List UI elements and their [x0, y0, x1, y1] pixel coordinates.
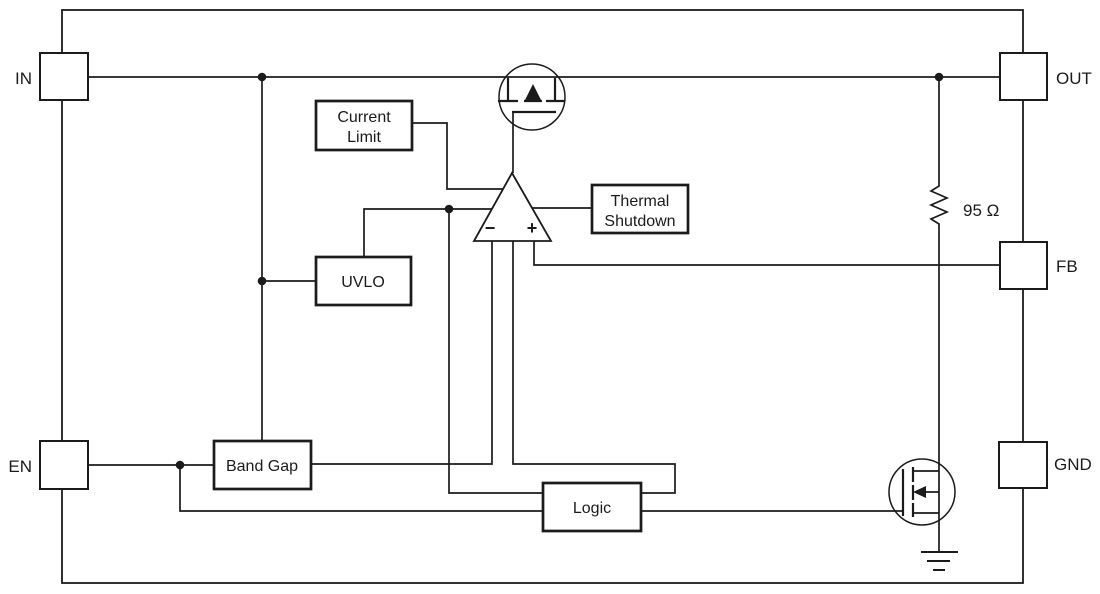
junction-dot [257, 72, 267, 82]
uvlo-block [314, 255, 413, 307]
wire-current-limit-to-amp [412, 122, 504, 190]
pin-label-en: EN [8, 457, 32, 476]
logic-label: Logic [573, 500, 611, 517]
pin-label-gnd: GND [1054, 455, 1092, 474]
pass-pmos-source [498, 78, 518, 103]
junction-dot [257, 276, 267, 286]
pin-label-out: OUT [1056, 69, 1092, 88]
pin-box-fb [999, 241, 1048, 290]
pin-label-in: IN [15, 69, 32, 88]
pass-pmos-transistor-icon [498, 63, 566, 131]
discharge-nmos-terminals [913, 470, 940, 514]
discharge-nmos-arrow [913, 486, 926, 498]
pass-pmos-circle [498, 63, 566, 131]
current-limit-label-line1: Current [337, 109, 391, 126]
wire-en-to-logic [179, 465, 543, 512]
junction-dot [444, 204, 454, 214]
amp-inverting-input-sign: − [485, 218, 496, 238]
current-limit-label-line2: Limit [347, 129, 381, 146]
device-boundary [61, 9, 1024, 584]
ground-symbol-icon [921, 551, 958, 571]
pin-label-fb: FB [1056, 257, 1078, 276]
pin-box-en [39, 440, 89, 490]
junction-dots [175, 72, 944, 470]
wire-uvlo-node-to-logic [448, 209, 543, 494]
pin-box-in [39, 52, 89, 101]
thermal-shutdown-label-line1: Thermal [611, 193, 670, 210]
error-amplifier: − + [472, 171, 553, 242]
band-gap-label: Band Gap [226, 458, 298, 475]
pin-box-gnd [998, 441, 1048, 489]
error-amplifier-triangle [472, 171, 553, 242]
junction-dot [934, 72, 944, 82]
feedback-resistor-label: 95 Ω [963, 201, 999, 220]
discharge-nmos-transistor-icon [888, 458, 956, 526]
wire-amp-to-logic-loop [512, 241, 676, 494]
junction-dot [175, 460, 185, 470]
band-gap-block [212, 439, 313, 491]
wire-band-gap-to-amp-minus [311, 241, 493, 465]
pin-boxes [39, 52, 1048, 490]
wire-uvlo-to-amp [363, 208, 493, 257]
wire-amp-plus-to-fb [533, 241, 1000, 266]
pass-pmos-drain [546, 78, 565, 103]
pin-box-out [999, 52, 1048, 101]
logic-block [541, 481, 643, 533]
thermal-shutdown-block [590, 183, 690, 235]
wire-out-resistor-discharge [928, 77, 950, 471]
uvlo-label: UVLO [341, 274, 385, 291]
discharge-nmos-circle [888, 458, 956, 526]
thermal-shutdown-label-line2: Shutdown [604, 213, 675, 230]
pin-labels: IN OUT FB GND EN [8, 69, 1092, 476]
pass-pmos-arrow [525, 84, 541, 100]
amp-noninverting-input-sign: + [527, 218, 538, 238]
current-limit-block [314, 99, 414, 152]
function-blocks: Current Limit UVLO Thermal Shutdown Band… [212, 99, 690, 533]
